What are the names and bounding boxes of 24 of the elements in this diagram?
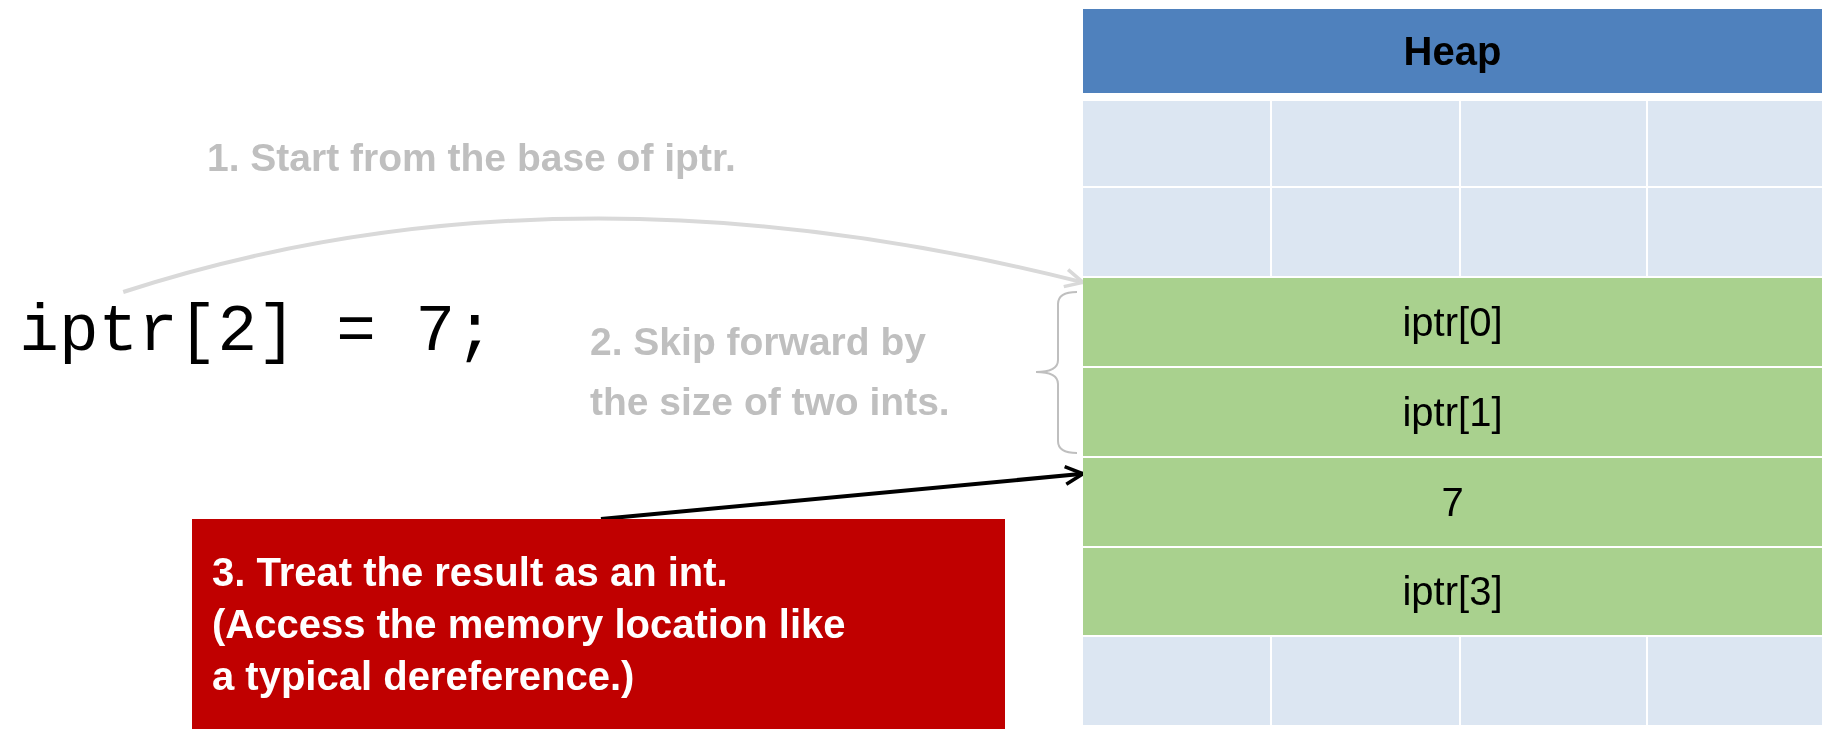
memory-cell: [1083, 637, 1270, 725]
array-slot: iptr[0]: [1083, 278, 1822, 366]
heap-header: Heap: [1083, 9, 1822, 93]
step-note: 2. Skip forward by the size of two ints.: [590, 319, 951, 425]
memory-cell: [1648, 637, 1822, 725]
memory-cell: [1083, 188, 1270, 276]
note-box: [192, 519, 1005, 729]
memory-cell: [1461, 188, 1646, 276]
array-slot: iptr[3]: [1083, 548, 1822, 635]
memory-cell: [1648, 101, 1822, 186]
memory-cell: [1272, 188, 1459, 276]
array-slot: iptr[1]: [1083, 368, 1822, 456]
memory-cell: [1648, 188, 1822, 276]
arrow: [122, 216, 1085, 294]
memory-cell: [1461, 101, 1646, 186]
memory-cell: [1461, 637, 1646, 725]
memory-cell: [1272, 637, 1459, 725]
code-statement: iptr[2] = 7;: [12, 292, 502, 372]
memory-cell: [1272, 101, 1459, 186]
arrow: [600, 464, 1085, 521]
note-text: 3. Treat the result as an int.: [212, 549, 728, 596]
memory-cell: [1083, 101, 1270, 186]
array-slot: 7: [1083, 458, 1822, 546]
note-text: (Access the memory location like a typical dereference.): [212, 601, 847, 700]
